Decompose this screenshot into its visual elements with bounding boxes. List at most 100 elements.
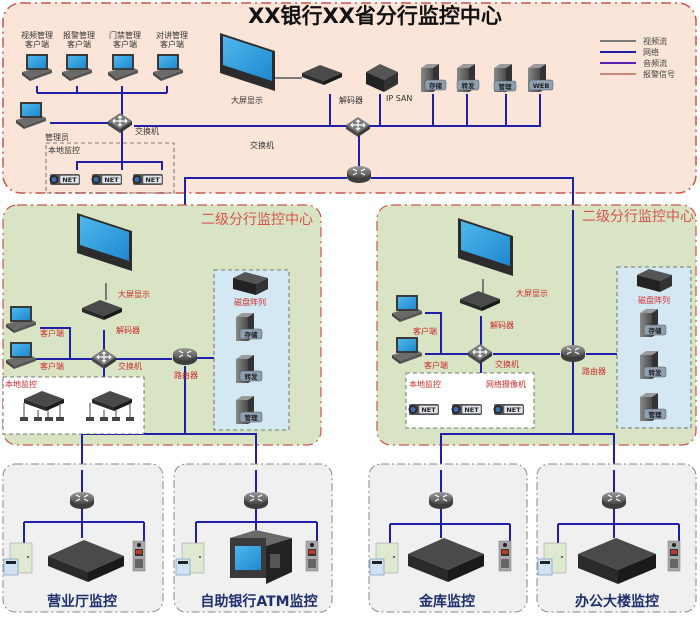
- site-label: 办公大楼监控: [575, 593, 659, 610]
- branch1-server-forward[interactable]: 转发: [236, 355, 263, 383]
- server-tag: 管理: [649, 410, 663, 419]
- hq-client-2[interactable]: 报警管理 客户端: [62, 30, 95, 81]
- branch2-client-1[interactable]: 客户端: [392, 295, 437, 336]
- client-label: 门禁管理: [109, 30, 141, 40]
- branch-title: 二级分行监控中心: [201, 212, 313, 228]
- server-tag: WEB: [533, 82, 550, 90]
- branch2-disk-array[interactable]: 磁盘阵列: [637, 269, 672, 305]
- core-switch-label: 交换机: [250, 140, 274, 150]
- page-title: XX银行XX省分行监控中心: [248, 4, 502, 28]
- hq-core-switch[interactable]: 交换机: [250, 116, 371, 150]
- branch2-display[interactable]: 大屏显示: [458, 218, 548, 298]
- atm-icon[interactable]: [230, 530, 292, 584]
- server-tag: 存储: [649, 326, 663, 335]
- hq-ip-san[interactable]: IP SAN: [366, 64, 412, 103]
- branch1-client-1[interactable]: 客户端: [6, 306, 64, 338]
- net-camera-icon[interactable]: [493, 403, 525, 416]
- branch1-server-storage[interactable]: 存储: [236, 313, 263, 341]
- display-label: 大屏显示: [231, 95, 263, 105]
- site-region-3: [368, 463, 528, 613]
- net-camera-icon[interactable]: [132, 173, 164, 186]
- display-label: 大屏显示: [118, 289, 150, 299]
- disk-array-label: 磁盘阵列: [234, 297, 266, 307]
- hq-client-3[interactable]: 门禁管理 客户端: [108, 30, 141, 81]
- intercom-icon[interactable]: [305, 540, 319, 572]
- hq-switch[interactable]: 交换机: [107, 112, 159, 136]
- client-label: 客户端: [113, 39, 137, 49]
- legend-label-video: 视频流: [643, 36, 667, 46]
- decoder-label: 解码器: [490, 320, 514, 330]
- client-label: 客户端: [25, 39, 49, 49]
- client-label: 客户端: [40, 328, 64, 338]
- branch2-client-2[interactable]: 客户端: [392, 337, 448, 370]
- site2-lines: [195, 470, 318, 544]
- server-tag: 存储: [245, 330, 259, 339]
- router-icon[interactable]: [69, 491, 95, 510]
- site4-lines: [557, 470, 680, 544]
- hq-display-wall[interactable]: 大屏显示: [220, 33, 302, 105]
- switch-label: 交换机: [135, 126, 159, 136]
- disk-array-label: 磁盘阵列: [638, 295, 670, 305]
- hq-server-web[interactable]: WEB: [528, 64, 554, 92]
- switch-label: 交换机: [495, 359, 519, 369]
- hq-admin[interactable]: 管理员: [16, 102, 69, 142]
- router-label: 路由器: [174, 370, 198, 380]
- branch1-router[interactable]: 路由器: [172, 347, 198, 380]
- net-camera-icon[interactable]: [49, 173, 81, 186]
- nvr-icon[interactable]: [578, 538, 656, 584]
- client-label: 对讲管理: [156, 30, 188, 40]
- router-icon[interactable]: [601, 491, 627, 510]
- hq-server-forward[interactable]: 转发: [456, 64, 480, 92]
- branch1-dvr-2[interactable]: [86, 391, 134, 421]
- switch-label: 交换机: [118, 361, 142, 371]
- router-icon[interactable]: [428, 491, 454, 510]
- hq-region: [2, 2, 697, 194]
- server-tag: 转发: [462, 81, 476, 90]
- router-icon[interactable]: [243, 491, 269, 510]
- hq-client-4[interactable]: 对讲管理 客户端: [153, 30, 188, 81]
- camera-group-label: 网络摄像机: [486, 379, 526, 389]
- branch1-display[interactable]: 大屏显示: [77, 213, 150, 299]
- site1-lines: [23, 470, 145, 544]
- branch-title: 二级分行监控中心: [582, 209, 694, 225]
- branch2-server-forward[interactable]: 转发: [640, 351, 667, 379]
- branch1-client-2[interactable]: 客户端: [6, 342, 64, 371]
- intercom-icon[interactable]: [132, 540, 146, 572]
- net-camera-icon[interactable]: [451, 403, 483, 416]
- branch2-server-manage[interactable]: 管理: [640, 393, 667, 421]
- client-label: 客户端: [413, 326, 437, 336]
- net-camera-icon[interactable]: [408, 403, 440, 416]
- intercom-icon[interactable]: [498, 540, 512, 572]
- local-monitor-label: 本地监控: [409, 379, 441, 389]
- branch1-server-manage[interactable]: 管理: [236, 396, 263, 424]
- branch1-disk-array[interactable]: 磁盘阵列: [233, 272, 268, 307]
- intercom-icon[interactable]: [667, 540, 681, 572]
- branch2-decoder[interactable]: 解码器: [460, 291, 514, 330]
- site-label: 自助银行ATM监控: [200, 593, 317, 610]
- router-label: 路由器: [582, 366, 606, 376]
- server-tag: 转发: [245, 372, 259, 381]
- hq-local-monitor-box: [45, 142, 175, 194]
- hq-server-storage[interactable]: 存储: [421, 64, 447, 92]
- branch1-switch[interactable]: 交换机: [91, 348, 142, 371]
- hq-server-manage[interactable]: 管理: [493, 64, 517, 92]
- legend-label-audio: 音频流: [643, 58, 667, 68]
- branch2-router[interactable]: 路由器: [560, 344, 606, 376]
- hq-client-1[interactable]: 视频管理 客户端: [21, 30, 53, 81]
- hq-decoder[interactable]: 解码器: [302, 65, 363, 105]
- net-camera-icon[interactable]: [91, 173, 123, 186]
- branch2-local-monitor-box: [405, 372, 535, 429]
- branch1-decoder[interactable]: 解码器: [82, 300, 140, 335]
- site-label: 金库监控: [418, 593, 475, 610]
- hq-router-icon[interactable]: [346, 165, 372, 184]
- branch1-dvr-1[interactable]: [20, 391, 64, 421]
- router-icon: [172, 347, 198, 366]
- legend: 视频流 网络 音频流 报警信号: [600, 36, 675, 79]
- decoder-label: 解码器: [339, 95, 363, 105]
- nvr-icon[interactable]: [408, 538, 484, 582]
- branch2-switch[interactable]: 交换机: [467, 343, 519, 369]
- hq-network-lines: [36, 86, 574, 410]
- nvr-icon[interactable]: [48, 540, 124, 582]
- branch2-server-storage[interactable]: 存储: [640, 309, 667, 337]
